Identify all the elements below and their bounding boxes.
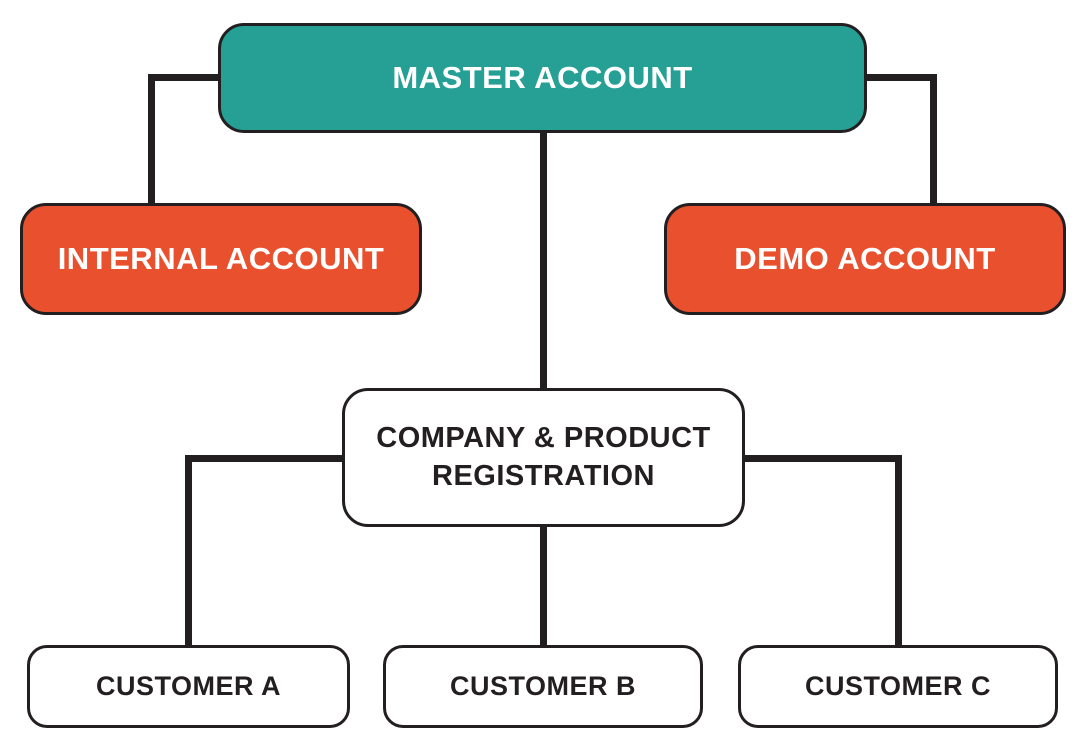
master-account-label: MASTER ACCOUNT: [392, 60, 693, 95]
demo-account-label: DEMO ACCOUNT: [734, 241, 996, 276]
connector-master-registration: [540, 129, 547, 391]
node-demo-account: DEMO ACCOUNT: [664, 203, 1066, 315]
node-customer-c: CUSTOMER C: [738, 645, 1058, 728]
connector-master-internal-horizontal: [148, 74, 222, 81]
customer-a-label: CUSTOMER A: [95, 671, 281, 701]
connector-registration-customer-c-horizontal: [742, 455, 902, 462]
connector-registration-customer-c-vertical: [895, 455, 902, 647]
node-company-product-registration: COMPANY & PRODUCT REGISTRATION: [342, 388, 745, 527]
node-master-account: MASTER ACCOUNT: [218, 23, 867, 133]
internal-account-label: INTERNAL ACCOUNT: [57, 241, 385, 276]
customer-c-label: CUSTOMER C: [804, 671, 991, 701]
company-product-registration-label: COMPANY & PRODUCT REGISTRATION: [376, 421, 711, 492]
connector-registration-customer-a-vertical: [185, 455, 192, 647]
customer-b-label: CUSTOMER B: [449, 671, 636, 701]
connector-registration-customer-b: [540, 524, 547, 647]
node-customer-a: CUSTOMER A: [27, 645, 350, 728]
node-customer-b: CUSTOMER B: [383, 645, 703, 728]
node-internal-account: INTERNAL ACCOUNT: [20, 203, 422, 315]
connector-master-demo-vertical: [930, 74, 937, 206]
connector-master-internal-vertical: [148, 74, 155, 206]
connector-master-demo-horizontal: [864, 74, 937, 81]
connector-registration-customer-a-horizontal: [185, 455, 345, 462]
